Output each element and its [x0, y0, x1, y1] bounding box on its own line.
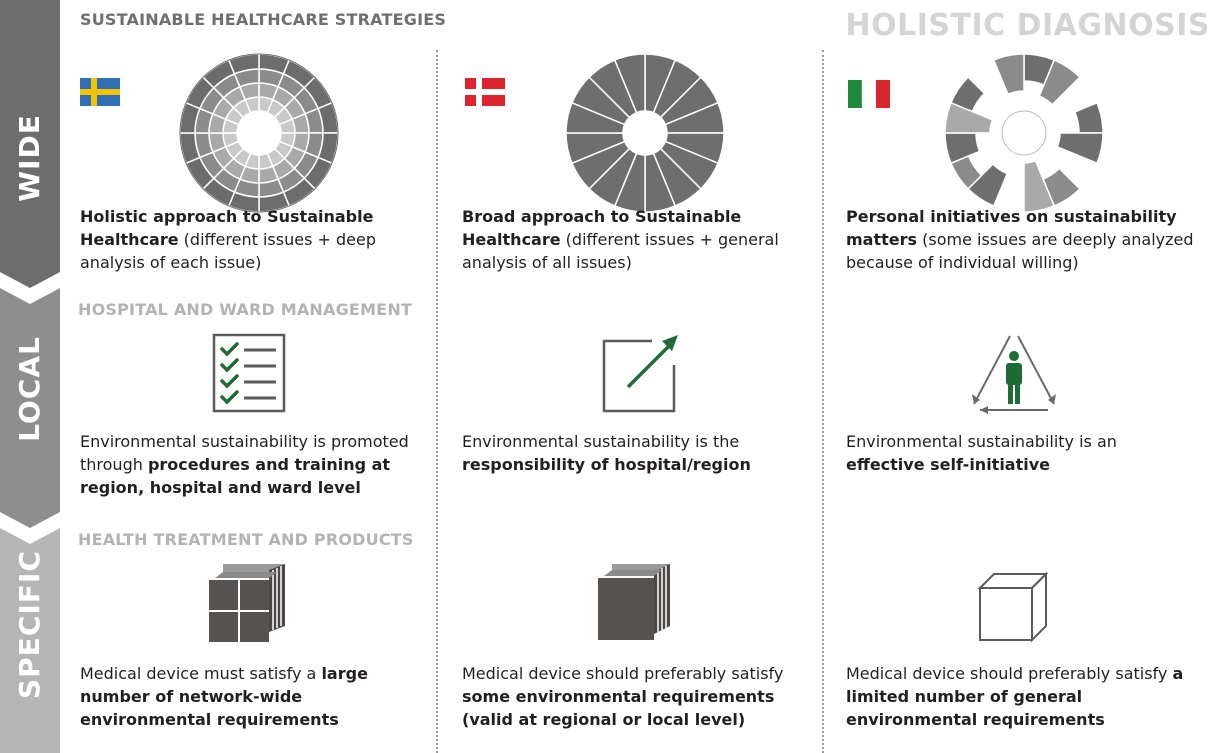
specific-col2-description: Medical device should preferably satisfy… — [462, 664, 784, 729]
specific-col1-description: Medical device must satisfy a large numb… — [80, 664, 368, 729]
italy-wheel-diagram — [944, 53, 1104, 213]
column-divider-1 — [436, 50, 438, 753]
wheel-segment — [992, 53, 1025, 96]
small-cube-icon — [977, 571, 1049, 643]
denmark-wheel-diagram — [565, 53, 725, 213]
wide-col1-description: Holistic approach to Sustainable Healthc… — [80, 207, 376, 272]
main-title: HOLISTIC DIAGNOSIS — [845, 8, 1210, 43]
checklist-icon — [212, 333, 286, 413]
wheel-outline — [179, 53, 339, 213]
sweden-wheel-diagram — [179, 53, 339, 213]
section-management-heading: HOSPITAL AND WARD MANAGEMENT — [78, 300, 413, 319]
wide-col3-description: Personal initiatives on sustainability m… — [846, 207, 1194, 272]
medium-cube-stack-icon — [598, 564, 670, 640]
local-col3-description: Environmental sustainability is an effec… — [846, 432, 1117, 474]
person-recycle-icon — [972, 335, 1056, 414]
level-specific-label: SPECIFIC — [13, 550, 46, 699]
wide-col2-description: Broad approach to Sustainable Healthcare… — [462, 207, 779, 272]
italy-flag-icon — [848, 80, 890, 108]
wheel-segment — [1023, 159, 1056, 213]
section-treatment-heading: HEALTH TREATMENT AND PRODUCTS — [78, 530, 414, 549]
specific-band — [0, 528, 60, 753]
wide-band — [0, 0, 60, 288]
level-band — [0, 0, 60, 753]
level-wide-label: WIDE — [13, 114, 46, 202]
wheel-segment — [613, 53, 646, 114]
column-divider-2 — [822, 50, 824, 753]
wheel-segment — [950, 76, 986, 113]
wheel-segment — [1038, 59, 1081, 106]
level-local-label: LOCAL — [13, 336, 46, 442]
large-cube-stack-icon — [209, 564, 285, 642]
local-col2-description: Environmental sustainability is the resp… — [462, 432, 751, 474]
local-band — [0, 288, 60, 528]
denmark-flag-icon — [465, 78, 505, 106]
section-strategies-heading: SUSTAINABLE HEALTHCARE STRATEGIES — [80, 10, 447, 29]
sweden-flag-icon — [80, 78, 120, 106]
specific-col3-description: Medical device should preferably satisfy… — [846, 664, 1184, 729]
local-col1-description: Environmental sustainability is promoted… — [80, 432, 409, 497]
growth-arrow-icon — [602, 335, 678, 413]
wheel-segment — [1056, 132, 1104, 165]
wheel-center — [1001, 110, 1047, 156]
